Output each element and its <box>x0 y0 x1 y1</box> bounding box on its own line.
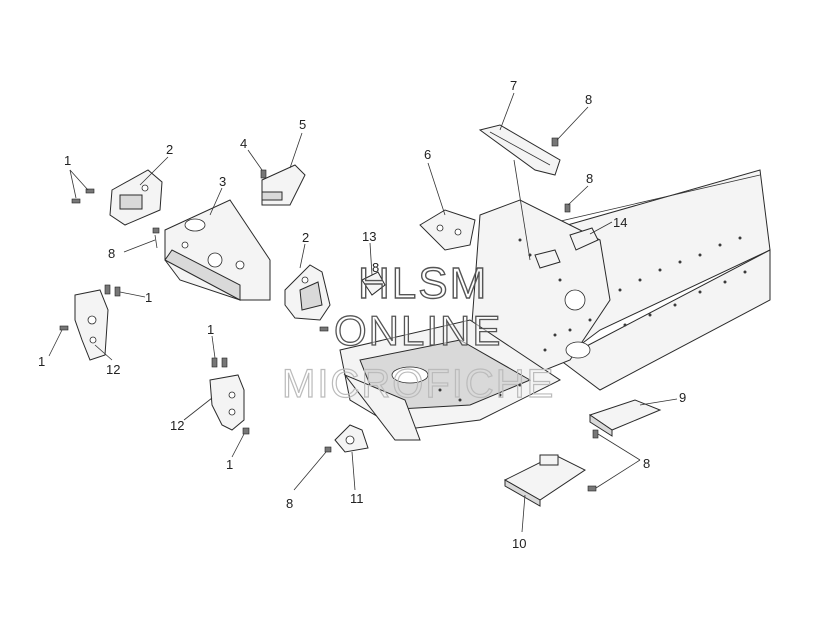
part-5-plate <box>261 164 306 206</box>
callout-2: 2 <box>166 142 173 157</box>
callout-12: 12 <box>106 362 120 377</box>
part-6-bracket <box>419 209 476 251</box>
part-12-mount-left <box>74 289 109 361</box>
part-4-bolt <box>260 169 267 179</box>
bolt-set-1-center <box>211 357 250 435</box>
callout-14: 14 <box>613 215 627 230</box>
callout-5: 5 <box>299 117 306 132</box>
bolt-8-top <box>551 137 559 147</box>
watermark-line-1: HLSM <box>358 259 488 308</box>
leader-lines <box>48 92 678 533</box>
callout-8: 8 <box>643 456 650 471</box>
chassis-frame <box>339 169 771 441</box>
callout-10: 10 <box>512 536 526 551</box>
part-2-bracket-left <box>109 169 163 226</box>
bolt-set-1-upper <box>71 188 95 204</box>
callout-6: 6 <box>424 147 431 162</box>
callout-12: 12 <box>170 418 184 433</box>
callout-1: 1 <box>226 457 233 472</box>
callout-9: 9 <box>679 390 686 405</box>
callout-8: 8 <box>585 92 592 107</box>
callout-13: 13 <box>362 229 376 244</box>
callout-1: 1 <box>64 153 71 168</box>
bolt-8-mid-right <box>564 203 571 213</box>
callout-1: 1 <box>38 354 45 369</box>
watermark: HLSM ONLINE MICROFICHE <box>281 258 555 406</box>
callout-4: 4 <box>240 136 247 151</box>
bolt-set-8-lower-right <box>587 429 599 492</box>
bolt-8-upper-left <box>152 227 160 249</box>
callout-labels: 1 2 8 3 4 5 1 1 12 2 13 6 7 8 8 14 8 1 1… <box>38 78 686 551</box>
part-7-strip <box>478 124 561 176</box>
watermark-line-3: MICROFICHE <box>282 362 555 406</box>
callout-2: 2 <box>302 230 309 245</box>
callout-8: 8 <box>286 496 293 511</box>
callout-8: 8 <box>372 260 379 275</box>
part-10-skid-plate <box>503 454 586 507</box>
callout-1: 1 <box>207 322 214 337</box>
watermark-line-2: ONLINE <box>334 307 502 354</box>
callout-11: 11 <box>350 491 364 506</box>
part-3-housing <box>164 199 271 301</box>
callout-1: 1 <box>145 290 152 305</box>
part-13-clip <box>361 271 386 296</box>
callout-7: 7 <box>510 78 517 93</box>
part-2-bracket-center <box>284 264 331 332</box>
part-12-mount-center <box>209 374 245 431</box>
callout-3: 3 <box>219 174 226 189</box>
callout-8: 8 <box>586 171 593 186</box>
bolt-set-1-left <box>59 284 121 331</box>
callout-8: 8 <box>108 246 115 261</box>
part-11-bracket <box>324 424 369 453</box>
part-9-plate <box>588 399 662 437</box>
